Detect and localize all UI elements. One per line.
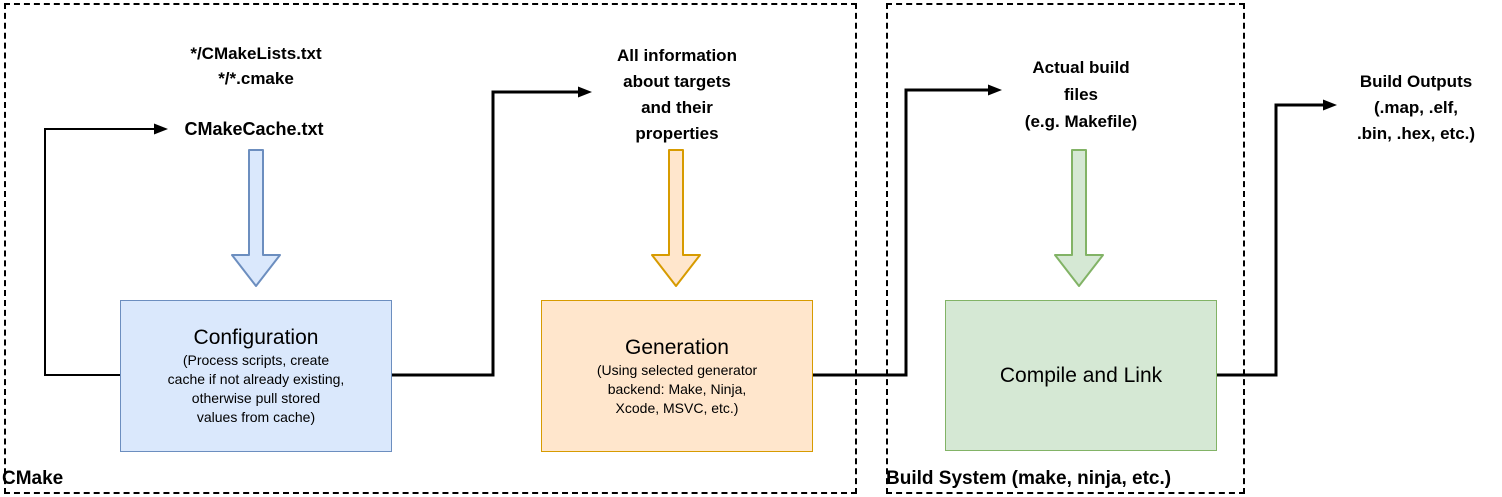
configuration-node: Configuration (Process scripts, create c… xyxy=(120,300,392,452)
compile-and-link-node-title: Compile and Link xyxy=(999,363,1163,387)
cmake-group-label: CMake xyxy=(2,468,64,489)
cmake-cache-label: CMakeCache.txt xyxy=(184,119,324,139)
compile-and-link-node: Compile and Link xyxy=(945,300,1217,451)
build-system-group-label: Build System (make, ninja, etc.) xyxy=(886,468,1172,489)
generation-node-title: Generation xyxy=(625,335,729,359)
generation-node: Generation (Using selected generator bac… xyxy=(541,300,813,452)
cmake-source-files-label: */CMakeLists.txt */*.cmake xyxy=(190,44,322,88)
generation-node-description: (Using selected generator backend: Make,… xyxy=(596,361,758,416)
configuration-node-title: Configuration xyxy=(193,326,319,349)
actual-build-files-label: Actual build files (e.g. Makefile) xyxy=(1024,58,1138,131)
configuration-node-description: (Process scripts, create cache if not al… xyxy=(167,352,345,425)
build-outputs-label: Build Outputs (.map, .elf, .bin, .hex, e… xyxy=(1356,72,1476,143)
target-info-label: All information about targets and their … xyxy=(617,46,737,143)
